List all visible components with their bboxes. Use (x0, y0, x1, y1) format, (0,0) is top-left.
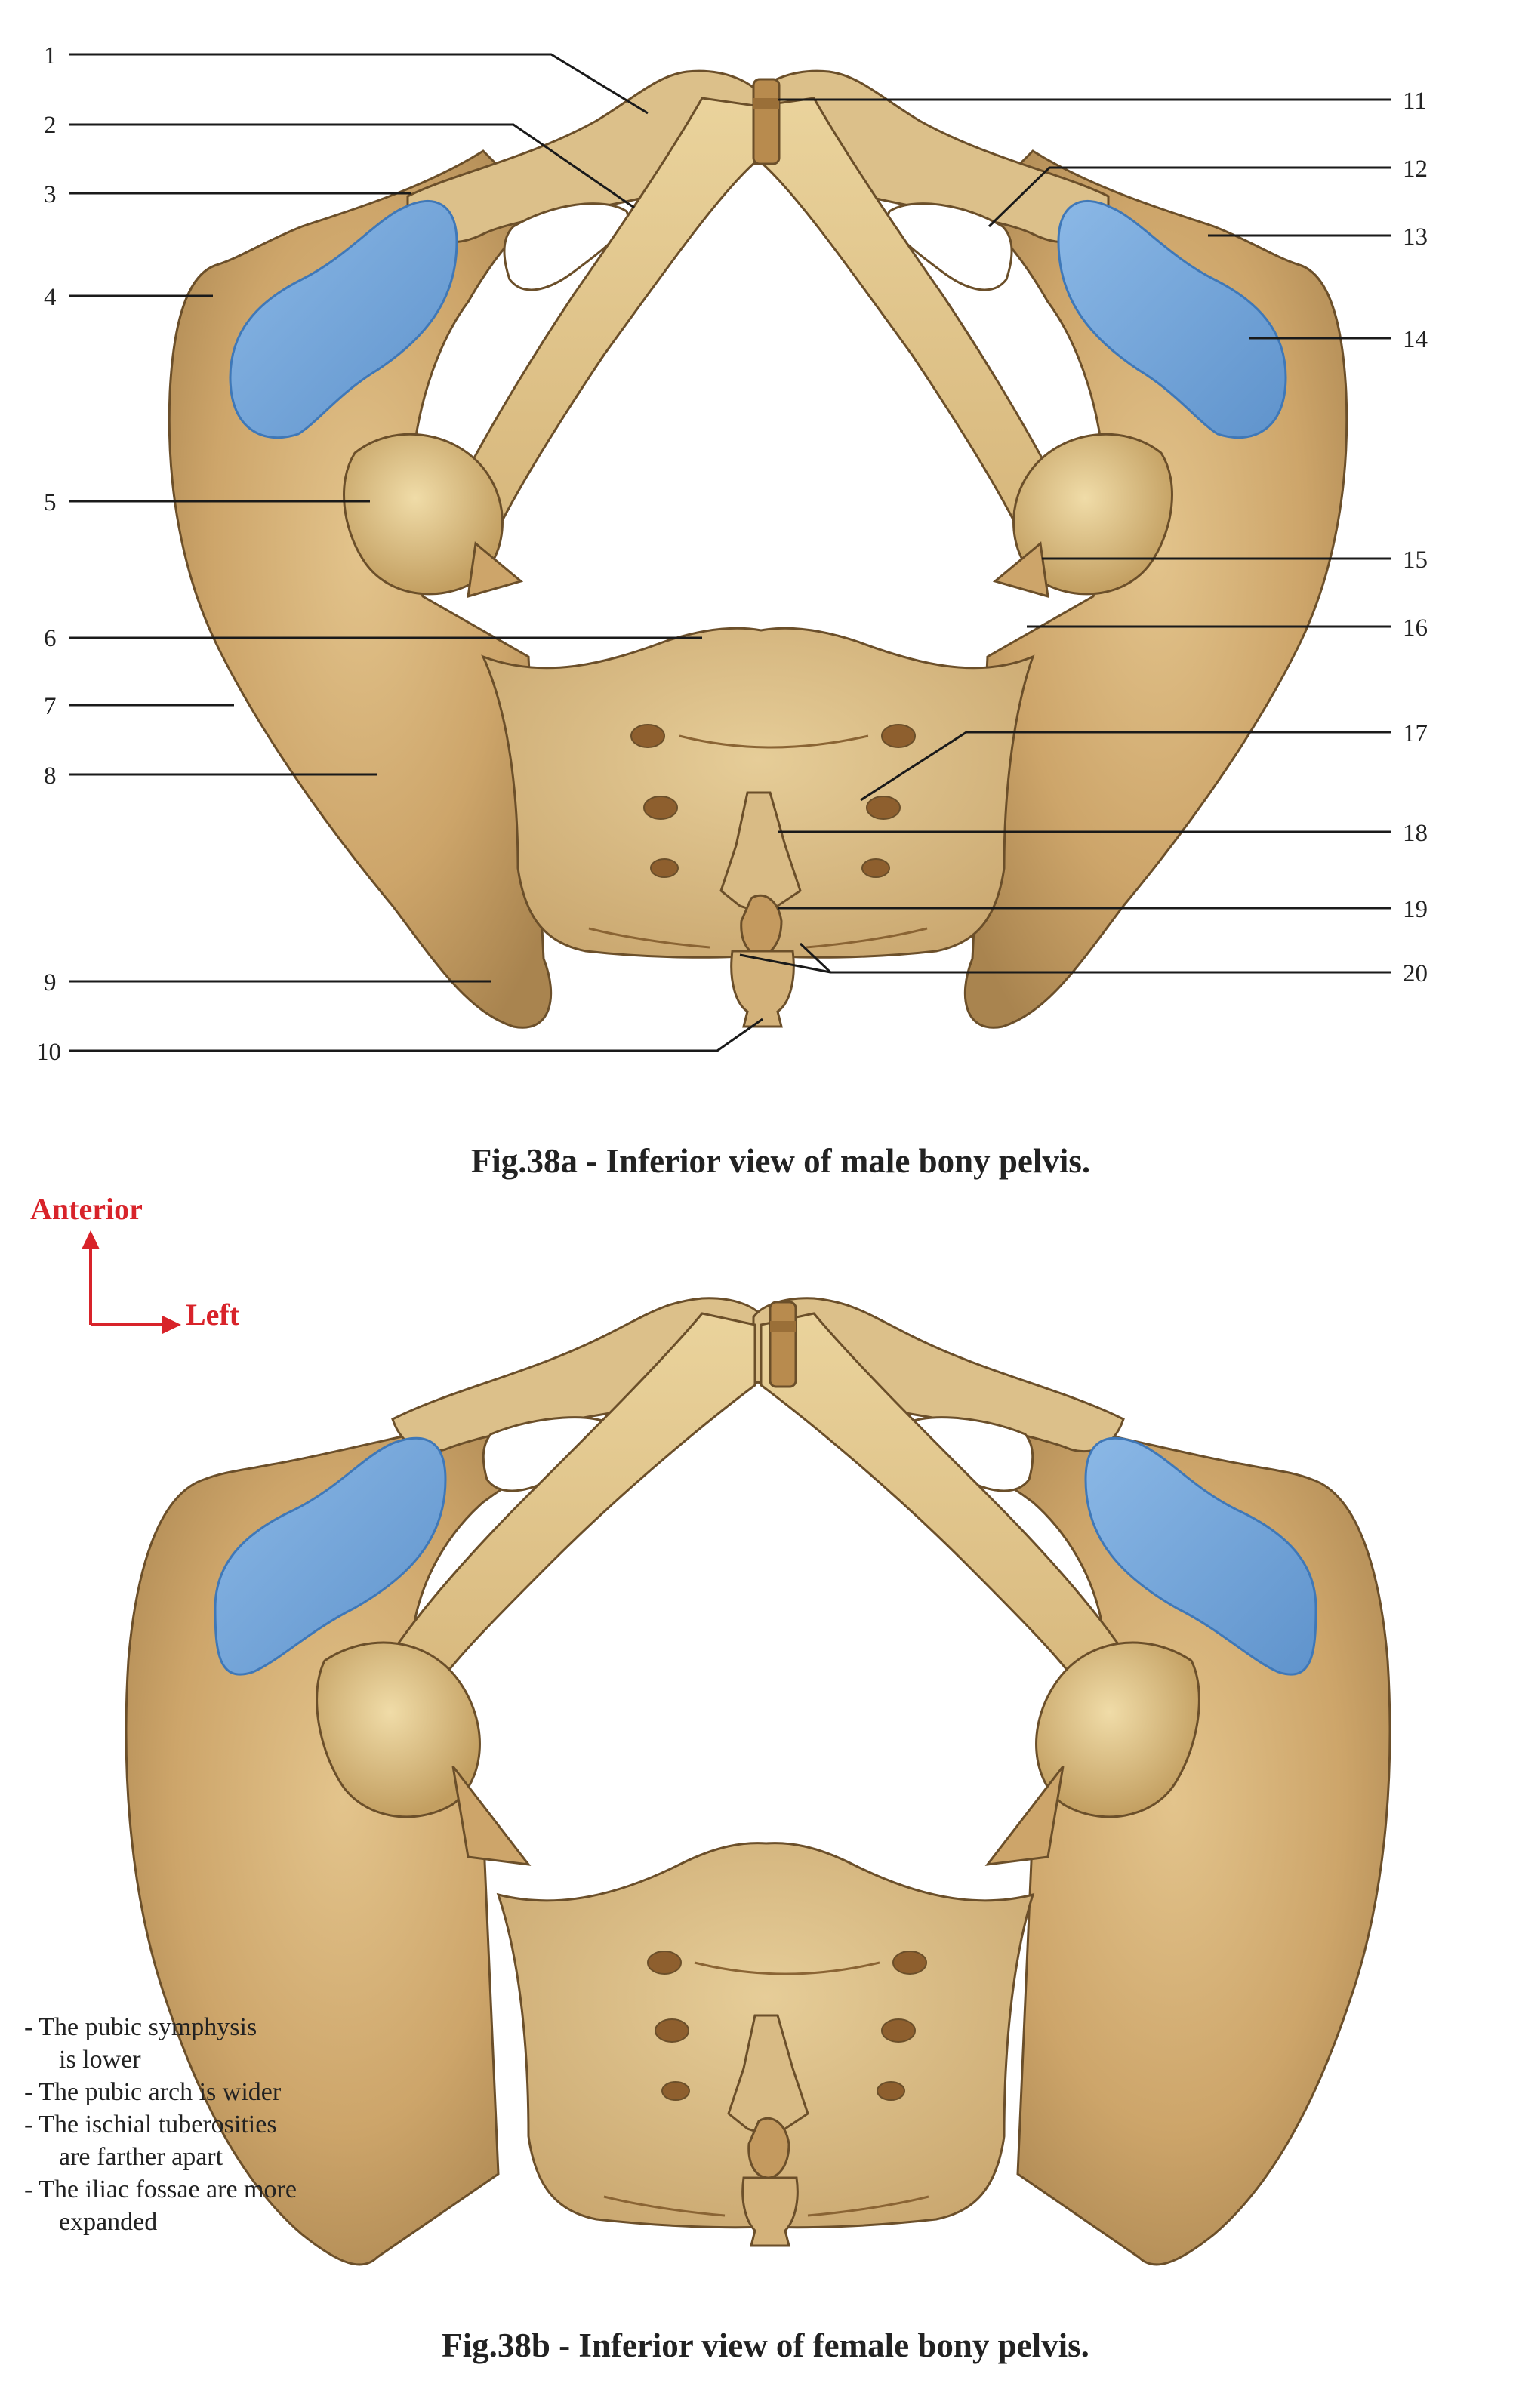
label-6: 6 (44, 625, 57, 652)
label-10: 10 (36, 1039, 61, 1066)
orientation-arrows (82, 1230, 181, 1334)
note-line: - The pubic arch is wider (24, 2078, 282, 2106)
label-1: 1 (44, 42, 57, 69)
orientation-anterior-label: Anterior (30, 1192, 143, 1226)
pubic-symphysis-b (769, 1301, 797, 1388)
left-obturator-foramen (503, 202, 629, 291)
left-acetabulum-b (214, 1436, 447, 1676)
coccyx (730, 950, 795, 1028)
female-pelvis-drawing (125, 1297, 1391, 2266)
label-14: 14 (1403, 326, 1428, 353)
label-17: 17 (1403, 720, 1428, 747)
label-16: 16 (1403, 614, 1428, 642)
labels-a: 1 2 3 4 5 6 7 8 9 10 11 12 13 14 15 16 1… (36, 42, 1428, 1066)
label-15: 15 (1403, 547, 1428, 574)
label-20: 20 (1403, 960, 1428, 987)
label-7: 7 (44, 693, 57, 720)
label-8: 8 (44, 762, 57, 790)
note-line: is lower (59, 2046, 141, 2074)
right-ischial-spine (992, 541, 1049, 599)
sacral-hiatus-b (747, 2117, 790, 2179)
label-5: 5 (44, 489, 57, 516)
sacral-foramina (630, 724, 916, 878)
leader-lines-a (69, 53, 1391, 1052)
label-18: 18 (1403, 820, 1428, 847)
left-ischial-spine-b (451, 1766, 532, 1866)
left-ischial-spine (467, 541, 524, 599)
left-ischial-tuberosity-b (316, 1641, 481, 1818)
label-4: 4 (44, 284, 57, 311)
note-line: expanded (59, 2208, 158, 2236)
label-9: 9 (44, 969, 57, 996)
orientation-left-label: Left (186, 1298, 240, 1332)
note-line: - The pubic symphysis (24, 2013, 257, 2041)
figure-a-caption: Fig.38a - Inferior view of male bony pel… (470, 1142, 1091, 1180)
label-12: 12 (1403, 156, 1428, 183)
sacral-hiatus (740, 894, 783, 956)
note-line: are farther apart (59, 2143, 223, 2171)
label-13: 13 (1403, 223, 1428, 251)
female-differences-notes: - The pubic symphysis is lower - The pub… (24, 2011, 297, 2238)
label-2: 2 (44, 112, 57, 139)
left-acetabulum (229, 200, 458, 439)
right-acetabulum-b (1084, 1436, 1317, 1676)
label-11: 11 (1403, 88, 1427, 115)
right-ischial-tuberosity-b (1035, 1641, 1200, 1818)
coccyx-b (741, 2176, 799, 2247)
right-acetabulum (1057, 200, 1287, 439)
pubic-symphysis (752, 78, 781, 165)
figure-b-caption: Fig.38b - Inferior view of female bony p… (442, 2326, 1089, 2364)
right-ischial-spine-b (984, 1766, 1065, 1866)
note-line: - The iliac fossae are more (24, 2176, 297, 2203)
sacral-foramina-b (647, 1951, 927, 2101)
right-obturator-foramen (887, 202, 1013, 291)
label-3: 3 (44, 181, 57, 208)
male-pelvis-drawing (168, 69, 1348, 1029)
label-19: 19 (1403, 896, 1428, 923)
note-line: - The ischial tuberosities (24, 2111, 277, 2139)
